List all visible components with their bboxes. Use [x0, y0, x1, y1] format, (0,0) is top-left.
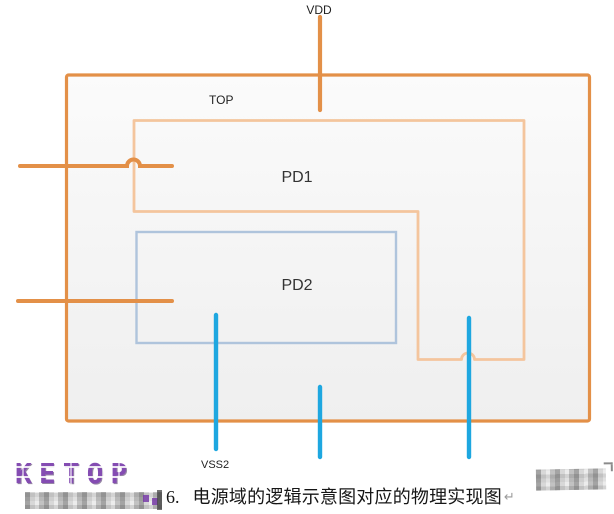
- caption-text: 电源域的逻辑示意图对应的物理实现图: [192, 487, 502, 507]
- pd1-label: PD1: [281, 169, 312, 186]
- top-label: TOP: [209, 93, 233, 107]
- pd2-label: PD2: [281, 277, 312, 294]
- left-supply-rail-pd1: [18, 157, 174, 168]
- top-boundary-box: [64, 73, 592, 423]
- vss2-label: VSS2: [201, 459, 229, 471]
- pd2-region-outline: [135, 230, 398, 345]
- figure-caption: 6. 电源域的逻辑示意图对应的物理实现图↵: [166, 483, 515, 509]
- vdd-label: VDD: [306, 3, 332, 17]
- caption-number: 6.: [166, 487, 180, 507]
- caption-return-mark: ↵: [503, 489, 515, 504]
